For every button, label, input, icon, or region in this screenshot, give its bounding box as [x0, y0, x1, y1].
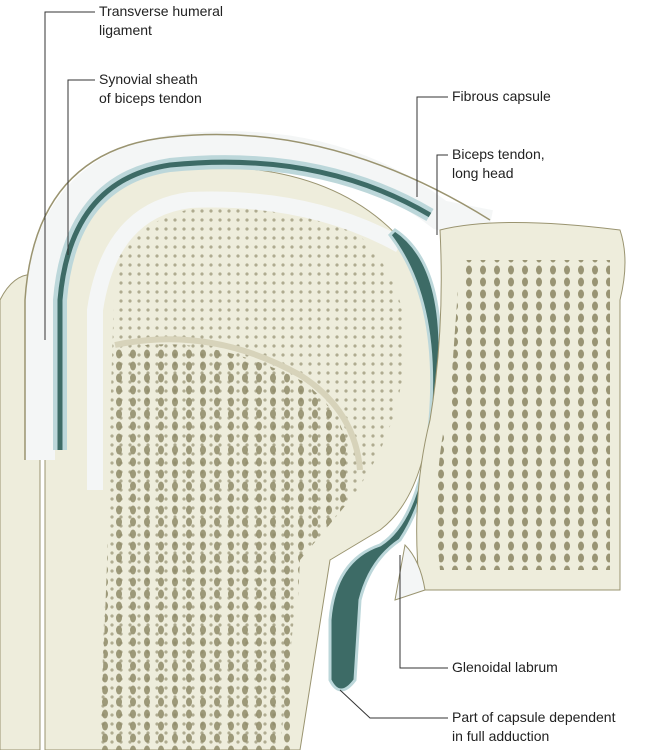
leader-biceps — [436, 154, 448, 235]
label-line: long head — [452, 165, 514, 181]
synovial-sheath — [57, 159, 432, 450]
label-line: Biceps tendon, — [452, 146, 545, 162]
leader-lines — [44, 11, 448, 719]
leader-fibrous — [416, 96, 448, 197]
label-line: ligament — [99, 22, 152, 38]
biceps-tendon — [87, 191, 404, 490]
leader-synovial — [67, 79, 95, 255]
glenoidal-labrum — [394, 543, 426, 601]
label-transverse-humeral-ligament: Transverse humeral ligament — [99, 2, 223, 40]
label-biceps-tendon: Biceps tendon, long head — [452, 145, 545, 183]
trabecular-bone — [100, 344, 352, 750]
label-line: Synovial sheath — [99, 71, 198, 87]
epiphyseal-line — [114, 336, 363, 471]
leader-transverse — [44, 11, 95, 340]
capsule-outline — [24, 133, 491, 460]
glenoid-spongy — [436, 260, 610, 570]
label-synovial-sheath: Synovial sheath of biceps tendon — [99, 70, 202, 108]
leader-dependent — [339, 689, 448, 719]
label-line: Transverse humeral — [99, 3, 223, 19]
label-dependent-capsule: Part of capsule dependent in full adduct… — [452, 708, 615, 746]
label-line: in full adduction — [452, 728, 550, 744]
fibrous-capsule — [25, 131, 493, 460]
label-glenoidal-labrum: Glenoidal labrum — [452, 658, 558, 677]
label-line: of biceps tendon — [99, 90, 202, 106]
label-line: Part of capsule dependent — [452, 709, 616, 725]
label-line: Fibrous capsule — [452, 88, 551, 104]
label-line: Glenoidal labrum — [452, 659, 558, 675]
label-fibrous-capsule: Fibrous capsule — [452, 87, 551, 106]
leader-labrum — [399, 555, 448, 669]
